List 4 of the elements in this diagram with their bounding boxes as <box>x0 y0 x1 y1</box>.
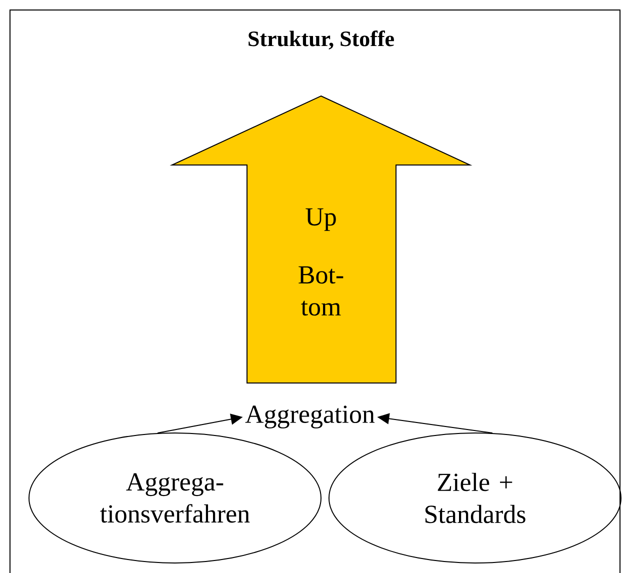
ellipse-node: Aggrega- tionsverfahren <box>28 432 322 564</box>
label-text: Aggregation <box>245 406 375 428</box>
ellipse-node: Ziele + Standards <box>328 432 622 564</box>
title: Struktur, Stoffe <box>248 30 394 50</box>
